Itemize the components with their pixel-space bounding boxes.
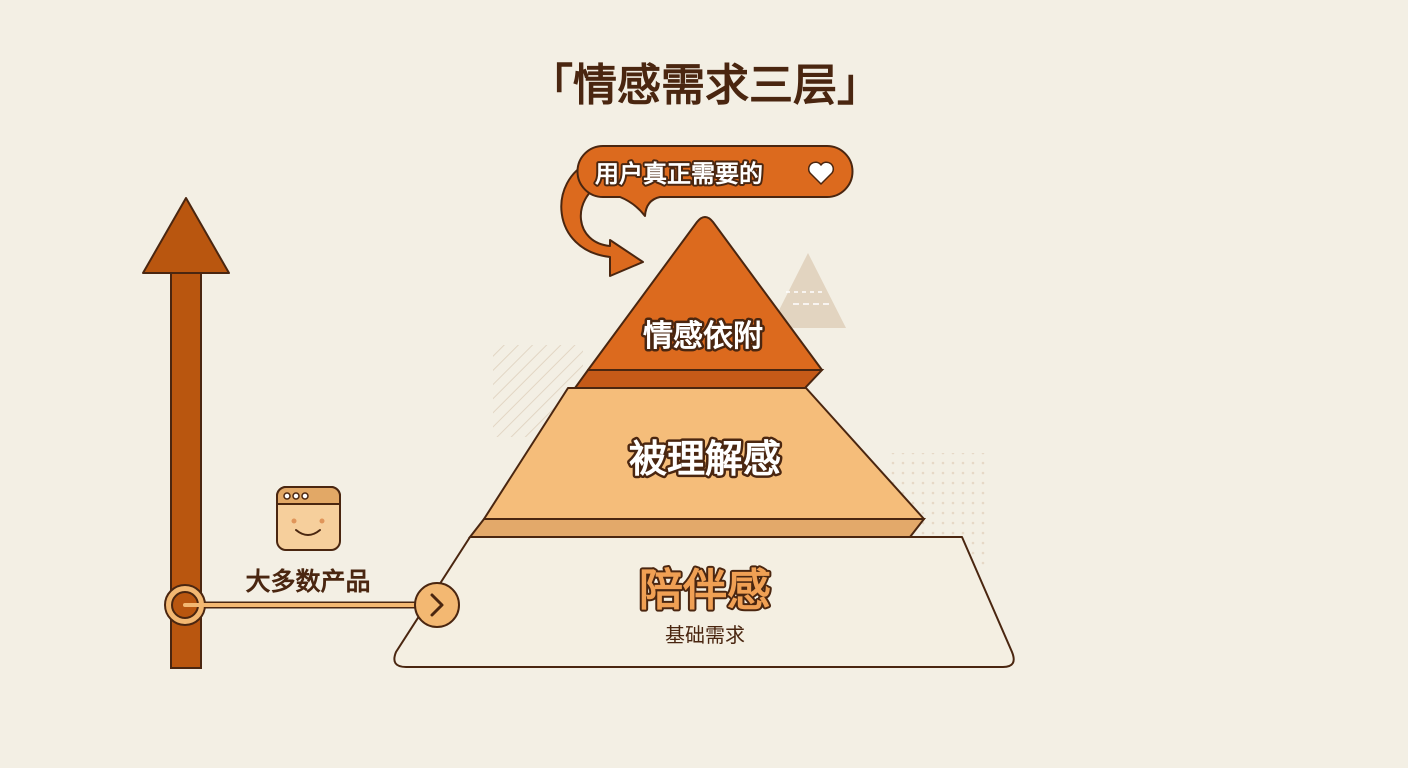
pyramid-tier-top: 情感依附 xyxy=(587,216,823,371)
product-label: 大多数产品 xyxy=(245,567,370,596)
smiling-window-icon xyxy=(276,486,341,551)
page-title: 「情感需求三层」 xyxy=(529,60,881,111)
tier-bottom-sublabel: 基础需求 xyxy=(665,623,745,647)
tier-top-label: 情感依附 xyxy=(643,319,763,354)
pyramid-tier-bottom: 陪伴感 基础需求 xyxy=(393,518,1015,668)
callout-bubble: 用户真正需要的 xyxy=(560,145,854,277)
heart-icon xyxy=(807,161,835,185)
faint-triangle-decoration xyxy=(770,253,846,328)
pyramid-tier-middle: 被理解感 xyxy=(483,369,925,520)
tier-bottom-label: 陪伴感 xyxy=(639,565,771,616)
tier-middle-label: 被理解感 xyxy=(629,437,781,481)
product-level-pointer xyxy=(164,582,460,628)
callout-label: 用户真正需要的 xyxy=(595,160,763,188)
